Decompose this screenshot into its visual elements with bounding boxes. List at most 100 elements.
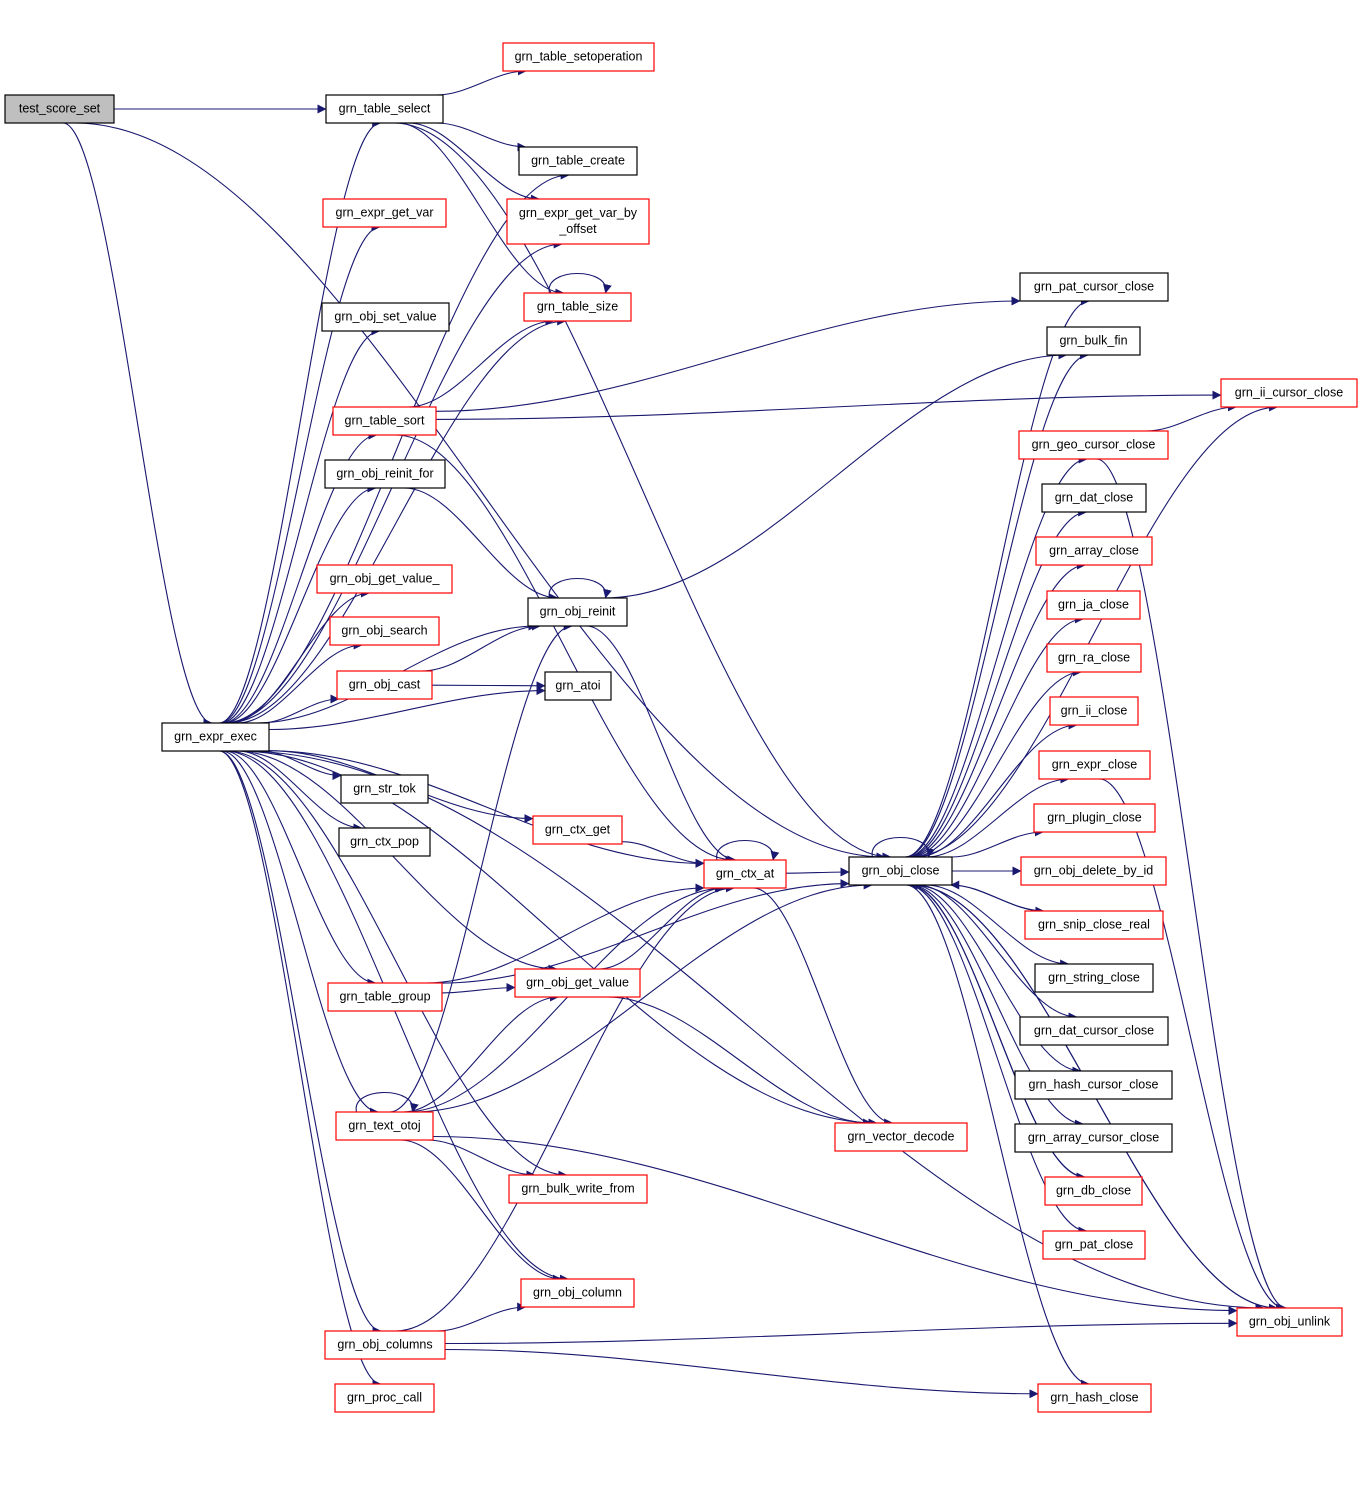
edge-grn_ctx_at-to-grn_obj_close bbox=[785, 867, 850, 877]
node-label: grn_ii_cursor_close bbox=[1235, 385, 1343, 399]
node-grn_ii_cursor_close[interactable]: grn_ii_cursor_close bbox=[1220, 378, 1358, 408]
node-grn_table_group[interactable]: grn_table_group bbox=[327, 982, 443, 1012]
node-grn_expr_get_var_by_offset[interactable]: grn_expr_get_var_by_offset bbox=[506, 198, 650, 245]
node-grn_obj_cast[interactable]: grn_obj_cast bbox=[336, 670, 433, 700]
node-box bbox=[1038, 750, 1151, 780]
node-grn_obj_columns[interactable]: grn_obj_columns bbox=[324, 1330, 446, 1360]
node-grn_bulk_write_from[interactable]: grn_bulk_write_from bbox=[508, 1174, 648, 1204]
edge-grn_expr_exec-to-grn_obj_columns bbox=[219, 750, 382, 1336]
node-label: grn_ctx_get bbox=[545, 822, 611, 836]
node-grn_ra_close[interactable]: grn_ra_close bbox=[1046, 643, 1142, 673]
node-box bbox=[1034, 963, 1154, 993]
node-grn_pat_close[interactable]: grn_pat_close bbox=[1042, 1230, 1146, 1260]
node-grn_ii_close[interactable]: grn_ii_close bbox=[1049, 696, 1139, 726]
node-grn_ctx_at[interactable]: grn_ctx_at bbox=[703, 859, 787, 889]
node-label: grn_geo_cursor_close bbox=[1032, 437, 1156, 451]
node-grn_obj_get_value_[interactable]: grn_obj_get_value_ bbox=[316, 564, 453, 594]
node-grn_obj_get_value[interactable]: grn_obj_get_value bbox=[514, 968, 641, 998]
node-box bbox=[532, 815, 623, 845]
node-box bbox=[332, 406, 437, 436]
edge-grn_table_sort-to-grn_table_size bbox=[408, 316, 555, 408]
node-grn_table_select: grn_table_select bbox=[325, 94, 444, 124]
node-label: grn_atoi bbox=[555, 678, 600, 692]
edge-grn_table_group-to-grn_ctx_at bbox=[425, 883, 705, 984]
node-label: grn_ctx_pop bbox=[350, 834, 419, 848]
node-box bbox=[514, 968, 641, 998]
edge-grn_expr_exec-to-grn_bulk_write_from bbox=[226, 750, 568, 1180]
node-grn_array_close[interactable]: grn_array_close bbox=[1035, 536, 1153, 566]
node-label: grn_hash_close bbox=[1050, 1390, 1138, 1404]
node-box bbox=[527, 597, 628, 627]
node-grn_obj_delete_by_id[interactable]: grn_obj_delete_by_id bbox=[1020, 856, 1167, 886]
node-grn_plugin_close[interactable]: grn_plugin_close bbox=[1033, 803, 1156, 833]
node-label: grn_db_close bbox=[1056, 1183, 1131, 1197]
node-grn_vector_decode[interactable]: grn_vector_decode bbox=[834, 1122, 968, 1152]
node-label: grn_vector_decode bbox=[847, 1129, 954, 1143]
edge-grn_obj_cast-to-grn_obj_reinit bbox=[421, 621, 541, 672]
edge-grn_obj_close-to-grn_obj_close bbox=[871, 836, 935, 858]
edge-grn_table_select-to-grn_table_size bbox=[398, 122, 565, 298]
node-grn_expr_close[interactable]: grn_expr_close bbox=[1038, 750, 1151, 780]
edge-grn_expr_exec-to-grn_text_otoj bbox=[221, 750, 379, 1117]
edge-grn_obj_reinit-to-grn_obj_reinit bbox=[548, 577, 612, 599]
node-grn_expr_exec: grn_expr_exec bbox=[161, 722, 270, 752]
node-label: grn_dat_close bbox=[1055, 490, 1134, 504]
edge-grn_obj_close-to-grn_array_cursor_close bbox=[910, 884, 1084, 1129]
node-label: grn_obj_search bbox=[341, 623, 427, 637]
node-label: grn_table_sort bbox=[345, 413, 425, 427]
node-box bbox=[518, 146, 638, 176]
node-box bbox=[1019, 1016, 1169, 1046]
node-box bbox=[502, 42, 655, 72]
node-grn_obj_unlink[interactable]: grn_obj_unlink bbox=[1236, 1307, 1343, 1337]
node-box bbox=[340, 774, 429, 804]
edge-grn_table_sort-to-grn_ii_cursor_close bbox=[435, 390, 1222, 420]
edge-grn_text_otoj-to-grn_ctx_at bbox=[404, 883, 726, 1113]
node-grn_bulk_fin: grn_bulk_fin bbox=[1046, 326, 1141, 356]
node-grn_hash_close[interactable]: grn_hash_close bbox=[1037, 1383, 1152, 1413]
edge-grn_expr_exec-to-grn_table_size bbox=[227, 316, 567, 724]
node-box bbox=[506, 198, 650, 245]
edge-grn_obj_cast-to-grn_atoi bbox=[431, 681, 546, 691]
node-box bbox=[161, 722, 270, 752]
node-grn_ctx_get[interactable]: grn_ctx_get bbox=[532, 815, 623, 845]
edge-grn_expr_exec-to-grn_obj_column bbox=[224, 750, 569, 1284]
node-grn_pat_cursor_close: grn_pat_cursor_close bbox=[1019, 272, 1169, 302]
node-grn_obj_search[interactable]: grn_obj_search bbox=[329, 616, 440, 646]
node-box bbox=[1037, 1383, 1152, 1413]
node-label: grn_expr_exec bbox=[174, 729, 257, 743]
node-label: grn_obj_columns bbox=[337, 1337, 432, 1351]
node-grn_ctx_pop: grn_ctx_pop bbox=[338, 827, 431, 857]
node-grn_db_close[interactable]: grn_db_close bbox=[1044, 1176, 1143, 1206]
edge-grn_obj_close-to-grn_array_close bbox=[908, 560, 1086, 858]
edge-grn_obj_close-to-grn_pat_close bbox=[907, 884, 1088, 1236]
node-label: grn_string_close bbox=[1048, 970, 1140, 984]
node-box bbox=[1014, 1123, 1173, 1153]
node-box bbox=[834, 1122, 968, 1152]
edge-grn_table_select-to-grn_table_setoperation bbox=[436, 66, 527, 96]
edge-test_score_set-to-grn_expr_exec bbox=[62, 122, 213, 728]
node-label: grn_ctx_at bbox=[716, 866, 775, 880]
edge-grn_expr_exec-to-grn_table_select bbox=[219, 118, 382, 724]
edge-grn_expr_exec-to-grn_ctx_pop bbox=[237, 750, 363, 833]
edge-grn_obj_close-to-grn_string_close bbox=[925, 884, 1070, 969]
node-label: grn_obj_cast bbox=[349, 677, 421, 691]
node-grn_text_otoj[interactable]: grn_text_otoj bbox=[335, 1111, 434, 1141]
node-box bbox=[520, 1278, 635, 1308]
node-grn_proc_call[interactable]: grn_proc_call bbox=[334, 1383, 435, 1413]
edge-grn_table_size-to-grn_table_size bbox=[548, 272, 612, 294]
node-grn_table_setoperation[interactable]: grn_table_setoperation bbox=[502, 42, 655, 72]
edge-grn_obj_close-to-grn_geo_cursor_close bbox=[906, 454, 1088, 858]
node-grn_snip_close_real[interactable]: grn_snip_close_real bbox=[1024, 910, 1164, 940]
node-grn_table_size[interactable]: grn_table_size bbox=[523, 292, 632, 322]
node-grn_table_sort[interactable]: grn_table_sort bbox=[332, 406, 437, 436]
node-grn_obj_column[interactable]: grn_obj_column bbox=[520, 1278, 635, 1308]
edge-grn_table_select-to-grn_table_create bbox=[436, 122, 527, 152]
node-grn_geo_cursor_close[interactable]: grn_geo_cursor_close bbox=[1018, 430, 1169, 460]
node-label: grn_hash_cursor_close bbox=[1029, 1077, 1159, 1091]
node-label: _offset bbox=[558, 222, 597, 236]
node-box bbox=[324, 459, 446, 489]
node-grn_ja_close[interactable]: grn_ja_close bbox=[1046, 590, 1141, 620]
edge-grn_text_otoj-to-grn_obj_get_value bbox=[403, 992, 560, 1113]
node-grn_expr_get_var[interactable]: grn_expr_get_var bbox=[322, 198, 447, 228]
